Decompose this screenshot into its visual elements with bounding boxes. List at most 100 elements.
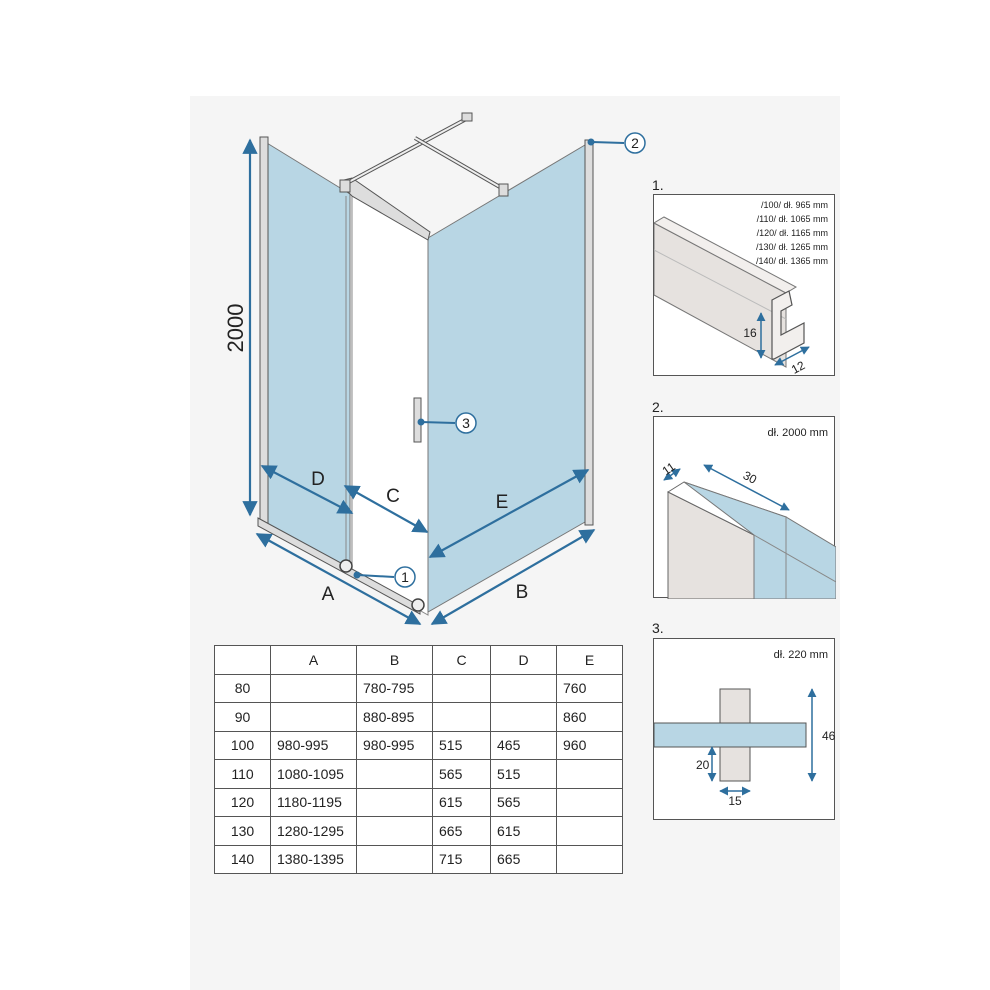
callout-2-number: 2 [631,135,639,151]
table-cell [432,702,491,732]
detail-1-number: 1. [652,177,664,193]
table-cell: 860 [556,702,623,732]
table-cell [356,759,433,789]
table-header-cell [214,645,271,675]
table-cell: 615 [432,787,491,817]
table-cell: 760 [556,673,623,703]
table-cell: 565 [432,759,491,789]
table-cell [556,844,623,874]
callout-2 [624,132,646,154]
table-cell [356,816,433,846]
detail-1-length-130: /130/ dł. 1265 mm [756,242,828,252]
dim-c-arrow [343,485,429,533]
callout-1 [394,566,416,588]
roller [339,559,353,573]
table-cell: 715 [432,844,491,874]
table-cell [556,759,623,789]
table-cell: 980-995 [356,730,433,760]
stabilizer-clamp [461,112,473,122]
dim-a-label: A [322,584,335,605]
detail-2-number: 2. [652,399,664,415]
detail-1-profile-drawing: 16 12 /100/ dł. 965 mm /110/ dł. 1065 mm… [654,200,828,377]
detail-3-height: 46 [822,729,836,743]
detail-3-panel: 46 20 15 dł. 220 mm [653,638,836,820]
table-row: 100 980-995 980-995 515 465 960 [214,730,623,760]
stabilizer-clamp [498,183,509,197]
detail-2-dim-a: 11 [660,459,679,478]
table-cell: 140 [214,844,271,874]
table-cell: 980-995 [270,730,357,760]
left-fixed-glass [261,139,351,573]
detail-1-length-110: /110/ dł. 1065 mm [757,214,828,224]
table-cell [356,844,433,874]
callout-2-leader [591,141,625,144]
table-cell: 1280-1295 [270,816,357,846]
table-row: 110 1080-1095 565 515 [214,759,623,789]
table-cell: 110 [214,759,271,789]
table-row: 90 880-895 860 [214,702,623,732]
detail-2-dim-b: 30 [741,468,760,487]
table-header-cell: A [270,645,357,675]
table-row: 120 1180-1195 615 565 [214,787,623,817]
callout-3 [455,412,477,434]
detail-1-width: 12 [789,358,808,377]
table-header-cell: B [356,645,433,675]
detail-3-length: dł. 220 mm [774,649,828,661]
detail-3-width: 15 [728,794,742,808]
table-cell [270,673,357,703]
table-cell: 565 [490,787,557,817]
table-cell: 80 [214,673,271,703]
dim-b-arrow [430,529,596,625]
dimension-table: A B C D E 80 780-795 760 90 880-895 [214,645,623,874]
table-cell [556,787,623,817]
detail-3-profile-drawing: 46 20 15 dł. 220 mm [654,649,836,808]
glass-section [654,722,807,748]
dim-a-arrow [255,533,422,625]
table-cell: 90 [214,702,271,732]
stabilizer-clamp [339,179,351,193]
roller [411,598,425,612]
table-cell [356,787,433,817]
table-cell: 665 [490,844,557,874]
detail-2-depth-arrow [663,468,681,481]
table-cell: 1080-1095 [270,759,357,789]
detail-1-length-140: /140/ dł. 1365 mm [756,256,828,266]
table-cell: 130 [214,816,271,846]
dim-e-label: E [496,492,509,513]
detail-2-profile-drawing: 11 30 dł. 2000 mm [660,427,836,599]
callout-1-number: 1 [401,569,409,585]
table-cell [270,702,357,732]
detail-1-length-120: /120/ dł. 1165 mm [757,228,828,238]
detail-3-number: 3. [652,620,664,636]
table-cell [556,816,623,846]
right-wall-profile [584,139,594,526]
dim-d-label: D [311,469,325,490]
side-panel-glass [427,144,586,613]
table-cell: 615 [490,816,557,846]
callout-3-number: 3 [462,415,470,431]
table-cell: 1380-1395 [270,844,357,874]
table-cell [490,702,557,732]
dim-c-label: C [386,486,400,507]
profile-cross-section [771,290,805,360]
table-row: 130 1280-1295 665 615 [214,816,623,846]
table-cell: 780-795 [356,673,433,703]
table-cell: 515 [432,730,491,760]
table-cell: 465 [490,730,557,760]
table-header-row: A B C D E [214,645,623,675]
table-cell [490,673,557,703]
detail-1-length-100: /100/ dł. 965 mm [761,200,828,210]
detail-2-width-arrow [703,464,790,511]
callout-1-leader [357,574,395,578]
table-header-cell: E [556,645,623,675]
detail-2-length: dł. 2000 mm [767,427,828,439]
dim-b-label: B [516,582,529,603]
table-header-cell: C [432,645,491,675]
dim-d-arrow [260,465,354,514]
table-cell: 960 [556,730,623,760]
table-cell [432,673,491,703]
table-cell: 1180-1195 [270,787,357,817]
table-header-cell: D [490,645,557,675]
